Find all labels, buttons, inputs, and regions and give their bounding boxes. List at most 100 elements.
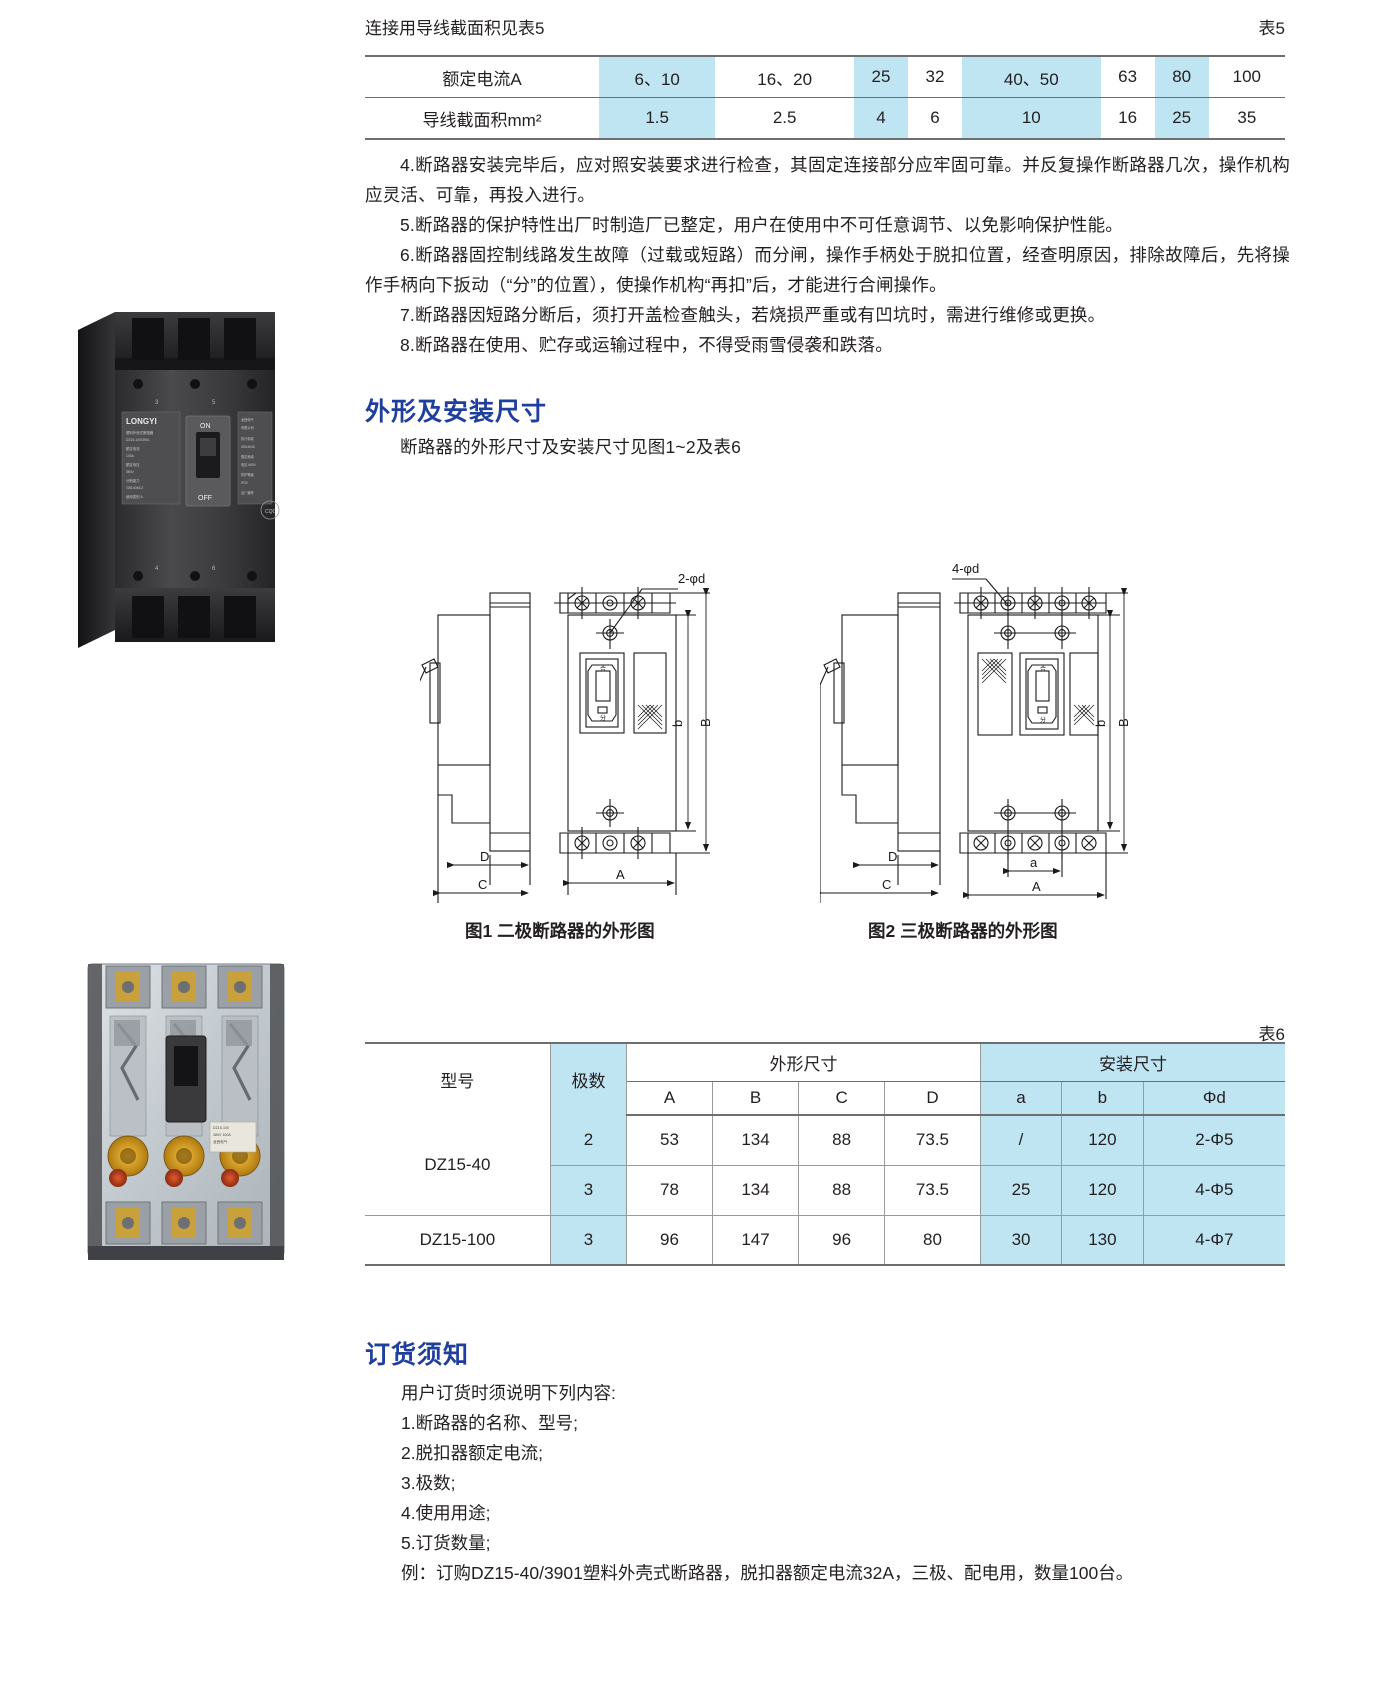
table5-cell: 32 [907, 55, 962, 98]
table6-cell-A: 96 [626, 1215, 713, 1266]
table6-cell-a: 30 [979, 1215, 1063, 1266]
svg-text:电压 660V: 电压 660V [241, 462, 257, 467]
svg-text:5: 5 [212, 400, 216, 406]
table6-cell-D: 80 [883, 1215, 981, 1266]
svg-text:塑料外壳式断路器: 塑料外壳式断路器 [126, 430, 154, 435]
svg-text:6: 6 [212, 566, 216, 572]
fig2-dim-C: C [882, 877, 891, 892]
figure2-drawing: 4-φd D C a A b B 合 分 [814, 555, 1131, 920]
svg-text:有限公司: 有限公司 [241, 425, 254, 430]
table6-cell-poles: 3 [549, 1165, 628, 1216]
svg-text:4: 4 [155, 566, 159, 572]
table5-cell: 80 [1154, 55, 1209, 98]
table6-header-row-1: 型号 极数 外形尺寸 安装尺寸 [365, 1042, 1285, 1115]
section-title-order: 订货须知 [365, 1341, 470, 1369]
svg-text:DZ15-100: DZ15-100 [213, 1126, 229, 1130]
table5-cell: 16 [1100, 97, 1155, 140]
fig2-dim-b: b [1093, 720, 1108, 727]
svg-text:防护等级: 防护等级 [241, 472, 255, 477]
svg-text:额定电压: 额定电压 [126, 462, 140, 467]
table5-row1-label: 导线截面积mm² [365, 97, 599, 140]
table6-header-row-2: A B C D a b Φd [365, 1081, 1285, 1116]
table6-number: 表6 [1258, 1025, 1285, 1044]
fig1-dim-B: B [698, 718, 713, 727]
table6-cell-B: 134 [711, 1165, 800, 1216]
figure2-caption: 图2 三极断路器的外形图 [868, 921, 1058, 941]
fig2-hole-label: 4-φd [952, 561, 979, 576]
svg-text:380V: 380V [126, 470, 135, 474]
table6-cell-C: 96 [798, 1215, 885, 1266]
fig2-dim-B: B [1116, 718, 1130, 727]
table6-cell-b: 120 [1061, 1115, 1144, 1166]
table6-header-group-outline: 外形尺寸 [626, 1042, 981, 1082]
fig1-hole-label: 2-φd [678, 571, 705, 586]
table6-header-B: B [711, 1081, 800, 1116]
table6-header-C: C [798, 1081, 885, 1116]
fig2-dim-D: D [888, 849, 897, 864]
table6-cell-B: 147 [711, 1215, 800, 1266]
table5-cell: 63 [1100, 55, 1155, 98]
outline-section-text: 断路器的外形尺寸及安装尺寸见图1~2及表6 [400, 437, 742, 457]
table6-cell-phd: 2-Φ5 [1142, 1115, 1285, 1166]
table5-block: 连接用导线截面积见表5 表5 额定电流A 6、10 16、20 25 32 40… [365, 14, 1285, 140]
table6-header-a: a [979, 1081, 1063, 1116]
note-item-4: 4.断路器安装完毕后，应对照安装要求进行检查，其固定连接部分应牢固可靠。并反复操… [365, 155, 1290, 205]
table5-cell: 100 [1208, 55, 1285, 98]
svg-text:分断能力: 分断能力 [126, 478, 140, 483]
figure1-caption: 图1 二极断路器的外形图 [465, 921, 655, 941]
order-notice-block: 用户订货时须说明下列内容: 1.断路器的名称、型号; 2.脱扣器额定电流; 3.… [365, 1378, 1285, 1588]
table-row: DZ15-40 2 53 134 88 73.5 / 120 2-Φ5 [365, 1115, 1285, 1216]
table6-cell-a: 25 [979, 1165, 1063, 1216]
svg-text:龙西电气: 龙西电气 [241, 417, 255, 422]
table-row: DZ15-100 3 96 147 96 80 30 130 4-Φ7 [365, 1215, 1285, 1266]
svg-text:CQC: CQC [265, 509, 277, 515]
product-photo-2-svg: DZ15-100 380V 100A 龙西电气 [87, 963, 285, 1260]
svg-text:OFF: OFF [198, 495, 212, 502]
table6-header-b: b [1061, 1081, 1144, 1116]
table6-cell-C: 88 [798, 1115, 885, 1166]
table6-cell-a: / [979, 1115, 1063, 1166]
order-item-1: 1.断路器的名称、型号; [401, 1413, 578, 1433]
table6-header-poles: 极数 [549, 1042, 628, 1115]
table5-cell: 40、50 [962, 55, 1101, 98]
table6-cell-b: 120 [1061, 1165, 1144, 1216]
table6-cell-poles: 2 [549, 1115, 628, 1166]
table5-cell: 10 [962, 97, 1101, 140]
table-row: 导线截面积mm² 1.5 2.5 4 6 10 16 25 35 [365, 97, 1285, 140]
svg-text:LONGYI: LONGYI [126, 417, 157, 426]
table5-cell: 25 [853, 55, 908, 98]
table6-cell-phd: 4-Φ5 [1142, 1165, 1285, 1216]
table6-cell-A: 53 [626, 1115, 713, 1166]
table5-cell: 16、20 [715, 55, 854, 98]
order-item-4: 4.使用用途; [401, 1503, 491, 1523]
table6-header-A: A [626, 1081, 713, 1116]
table5-row0-label: 额定电流A [365, 55, 599, 98]
svg-text:380V 100A: 380V 100A [213, 1133, 231, 1137]
table6-cell-b: 130 [1061, 1215, 1144, 1266]
table5-cell: 6 [907, 97, 962, 140]
svg-text:使用类别 A: 使用类别 A [126, 494, 144, 499]
fig2-dim-A: A [1032, 879, 1041, 894]
table5-cell: 1.5 [599, 97, 716, 140]
fig1-dim-C: C [478, 877, 487, 892]
order-item-3: 3.极数; [401, 1473, 456, 1493]
table6-cell-poles: 3 [549, 1215, 628, 1266]
table5: 额定电流A 6、10 16、20 25 32 40、50 63 80 100 导… [365, 55, 1285, 140]
table6-cell-B: 134 [711, 1115, 800, 1166]
table5-cell: 25 [1154, 97, 1209, 140]
fig1-label-off: 分 [600, 714, 606, 722]
fig1-dim-A: A [616, 867, 625, 882]
table6-block: 表6 型号 极数 外形尺寸 安装尺寸 A B C D a b Φd [365, 1020, 1285, 1266]
note-item-7: 7.断路器因短路分断后，须打开盖检查触头，若烧损严重或有凹坑时，需进行维修或更换… [400, 305, 1106, 325]
table5-cell: 4 [853, 97, 908, 140]
order-example: 例：订购DZ15-40/3901塑料外壳式断路器，脱扣器额定电流32A，三极、配… [401, 1563, 1134, 1583]
table6-header-group-install: 安装尺寸 [979, 1042, 1285, 1082]
svg-text:执行标准: 执行标准 [241, 436, 255, 441]
svg-text:龙西电气: 龙西电气 [213, 1139, 228, 1144]
note-item-8: 8.断路器在使用、贮存或运输过程中，不得受雨雪侵袭和跌落。 [400, 335, 893, 355]
figure2-svg: 4-φd D C a A b B 合 分 [814, 561, 1131, 903]
table-row: 3 78 134 88 73.5 25 120 4-Φ5 [365, 1165, 1285, 1216]
product-photo-dz15-40: LONGYI 塑料外壳式断路器 DZ15-100/3901 额定电流 100A … [60, 300, 310, 660]
table5-cell: 35 [1208, 97, 1285, 140]
